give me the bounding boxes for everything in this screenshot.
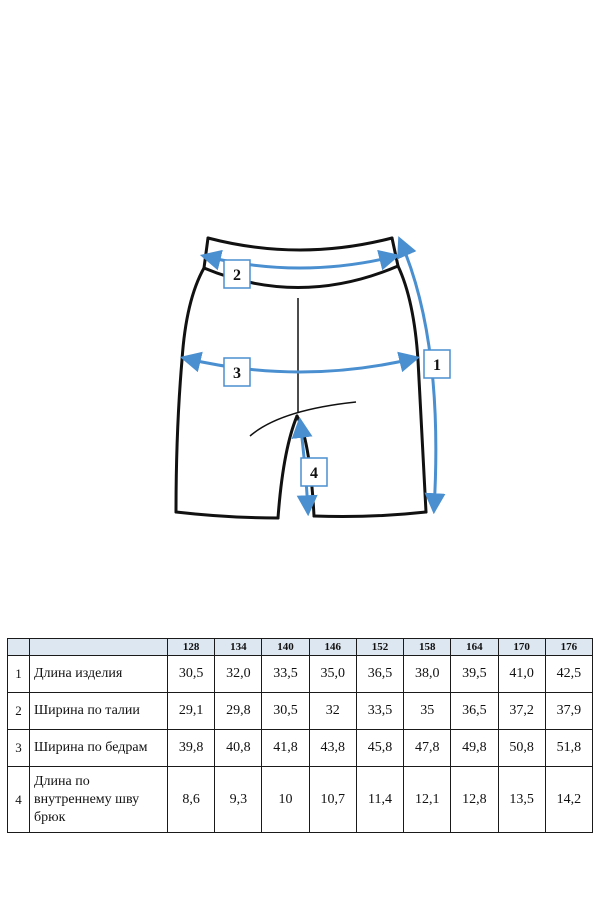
measurement-value: 41,8 xyxy=(261,729,310,767)
size-header: 176 xyxy=(544,638,594,656)
size-header: 164 xyxy=(450,638,499,656)
measurement-value: 32 xyxy=(308,692,357,730)
measurement-value: 42,5 xyxy=(544,655,594,693)
row-number: 2 xyxy=(7,692,30,730)
measurement-value: 30,5 xyxy=(166,655,216,693)
seam-lines xyxy=(249,298,357,437)
measurement-value: 36,5 xyxy=(450,692,499,730)
measurement-value: 43,8 xyxy=(308,729,357,767)
marker-box-4: 4 xyxy=(300,457,328,487)
header-empty-num xyxy=(7,638,30,656)
measurement-value: 13,5 xyxy=(497,766,546,833)
size-header: 152 xyxy=(355,638,405,656)
size-header: 170 xyxy=(497,638,546,656)
measurement-value: 37,2 xyxy=(497,692,546,730)
measurement-name: Ширина по талии xyxy=(29,692,168,730)
measurement-value: 29,1 xyxy=(166,692,216,730)
measurement-value: 30,5 xyxy=(261,692,310,730)
size-header: 128 xyxy=(166,638,216,656)
measurement-value: 29,8 xyxy=(214,692,263,730)
measurement-value: 12,8 xyxy=(450,766,499,833)
measurement-name: Ширина по бедрам xyxy=(29,729,168,767)
marker-label-4: 4 xyxy=(310,465,318,482)
size-chart-table: 128 134 140 146 152 158 164 170 176 1 Дл… xyxy=(7,638,594,833)
measurement-value: 49,8 xyxy=(450,729,499,767)
measurement-name: Длина по внутреннему шву брюк xyxy=(29,766,168,833)
size-header: 158 xyxy=(403,638,452,656)
marker-label-1: 1 xyxy=(433,357,441,374)
marker-label-3: 3 xyxy=(233,365,241,382)
table-row: 2 Ширина по талии 29,1 29,8 30,5 32 33,5… xyxy=(7,692,594,730)
measurement-value: 41,0 xyxy=(497,655,546,693)
measurement-value: 36,5 xyxy=(355,655,405,693)
size-header: 146 xyxy=(308,638,357,656)
measurement-value: 11,4 xyxy=(355,766,405,833)
measurement-value: 39,5 xyxy=(450,655,499,693)
table-row: 4 Длина по внутреннему шву брюк 8,6 9,3 … xyxy=(7,766,594,833)
measurement-value: 33,5 xyxy=(261,655,310,693)
measurement-value: 8,6 xyxy=(166,766,216,833)
measurement-value: 32,0 xyxy=(214,655,263,693)
header-empty-name xyxy=(29,638,168,656)
measurement-value: 9,3 xyxy=(214,766,263,833)
table-row: 1 Длина изделия 30,5 32,0 33,5 35,0 36,5… xyxy=(7,655,594,693)
row-number: 1 xyxy=(7,655,30,693)
measurement-name: Длина изделия xyxy=(29,655,168,693)
measurement-value: 38,0 xyxy=(403,655,452,693)
size-header: 134 xyxy=(214,638,263,656)
measurement-value: 37,9 xyxy=(544,692,594,730)
measurement-value: 51,8 xyxy=(544,729,594,767)
measurement-value: 47,8 xyxy=(403,729,452,767)
measurement-value: 35 xyxy=(403,692,452,730)
marker-box-2: 2 xyxy=(223,259,251,289)
measurement-value: 33,5 xyxy=(355,692,405,730)
measurement-value: 10,7 xyxy=(308,766,357,833)
size-header-row: 128 134 140 146 152 158 164 170 176 xyxy=(7,638,594,656)
row-number: 4 xyxy=(7,766,30,833)
marker-label-2: 2 xyxy=(233,267,241,284)
marker-box-3: 3 xyxy=(223,357,251,387)
row-number: 3 xyxy=(7,729,30,767)
measurement-value: 12,1 xyxy=(403,766,452,833)
measurement-value: 45,8 xyxy=(355,729,405,767)
measurement-value: 14,2 xyxy=(544,766,594,833)
table-row: 3 Ширина по бедрам 39,8 40,8 41,8 43,8 4… xyxy=(7,729,594,767)
measurement-value: 50,8 xyxy=(497,729,546,767)
shorts-measurement-diagram: 1 2 3 4 xyxy=(174,236,451,520)
measurement-value: 40,8 xyxy=(214,729,263,767)
size-header: 140 xyxy=(261,638,310,656)
measurement-value: 35,0 xyxy=(308,655,357,693)
measurement-value: 10 xyxy=(261,766,310,833)
measure-line-hips xyxy=(179,351,421,374)
marker-box-1: 1 xyxy=(423,349,451,379)
measurement-value: 39,8 xyxy=(166,729,216,767)
